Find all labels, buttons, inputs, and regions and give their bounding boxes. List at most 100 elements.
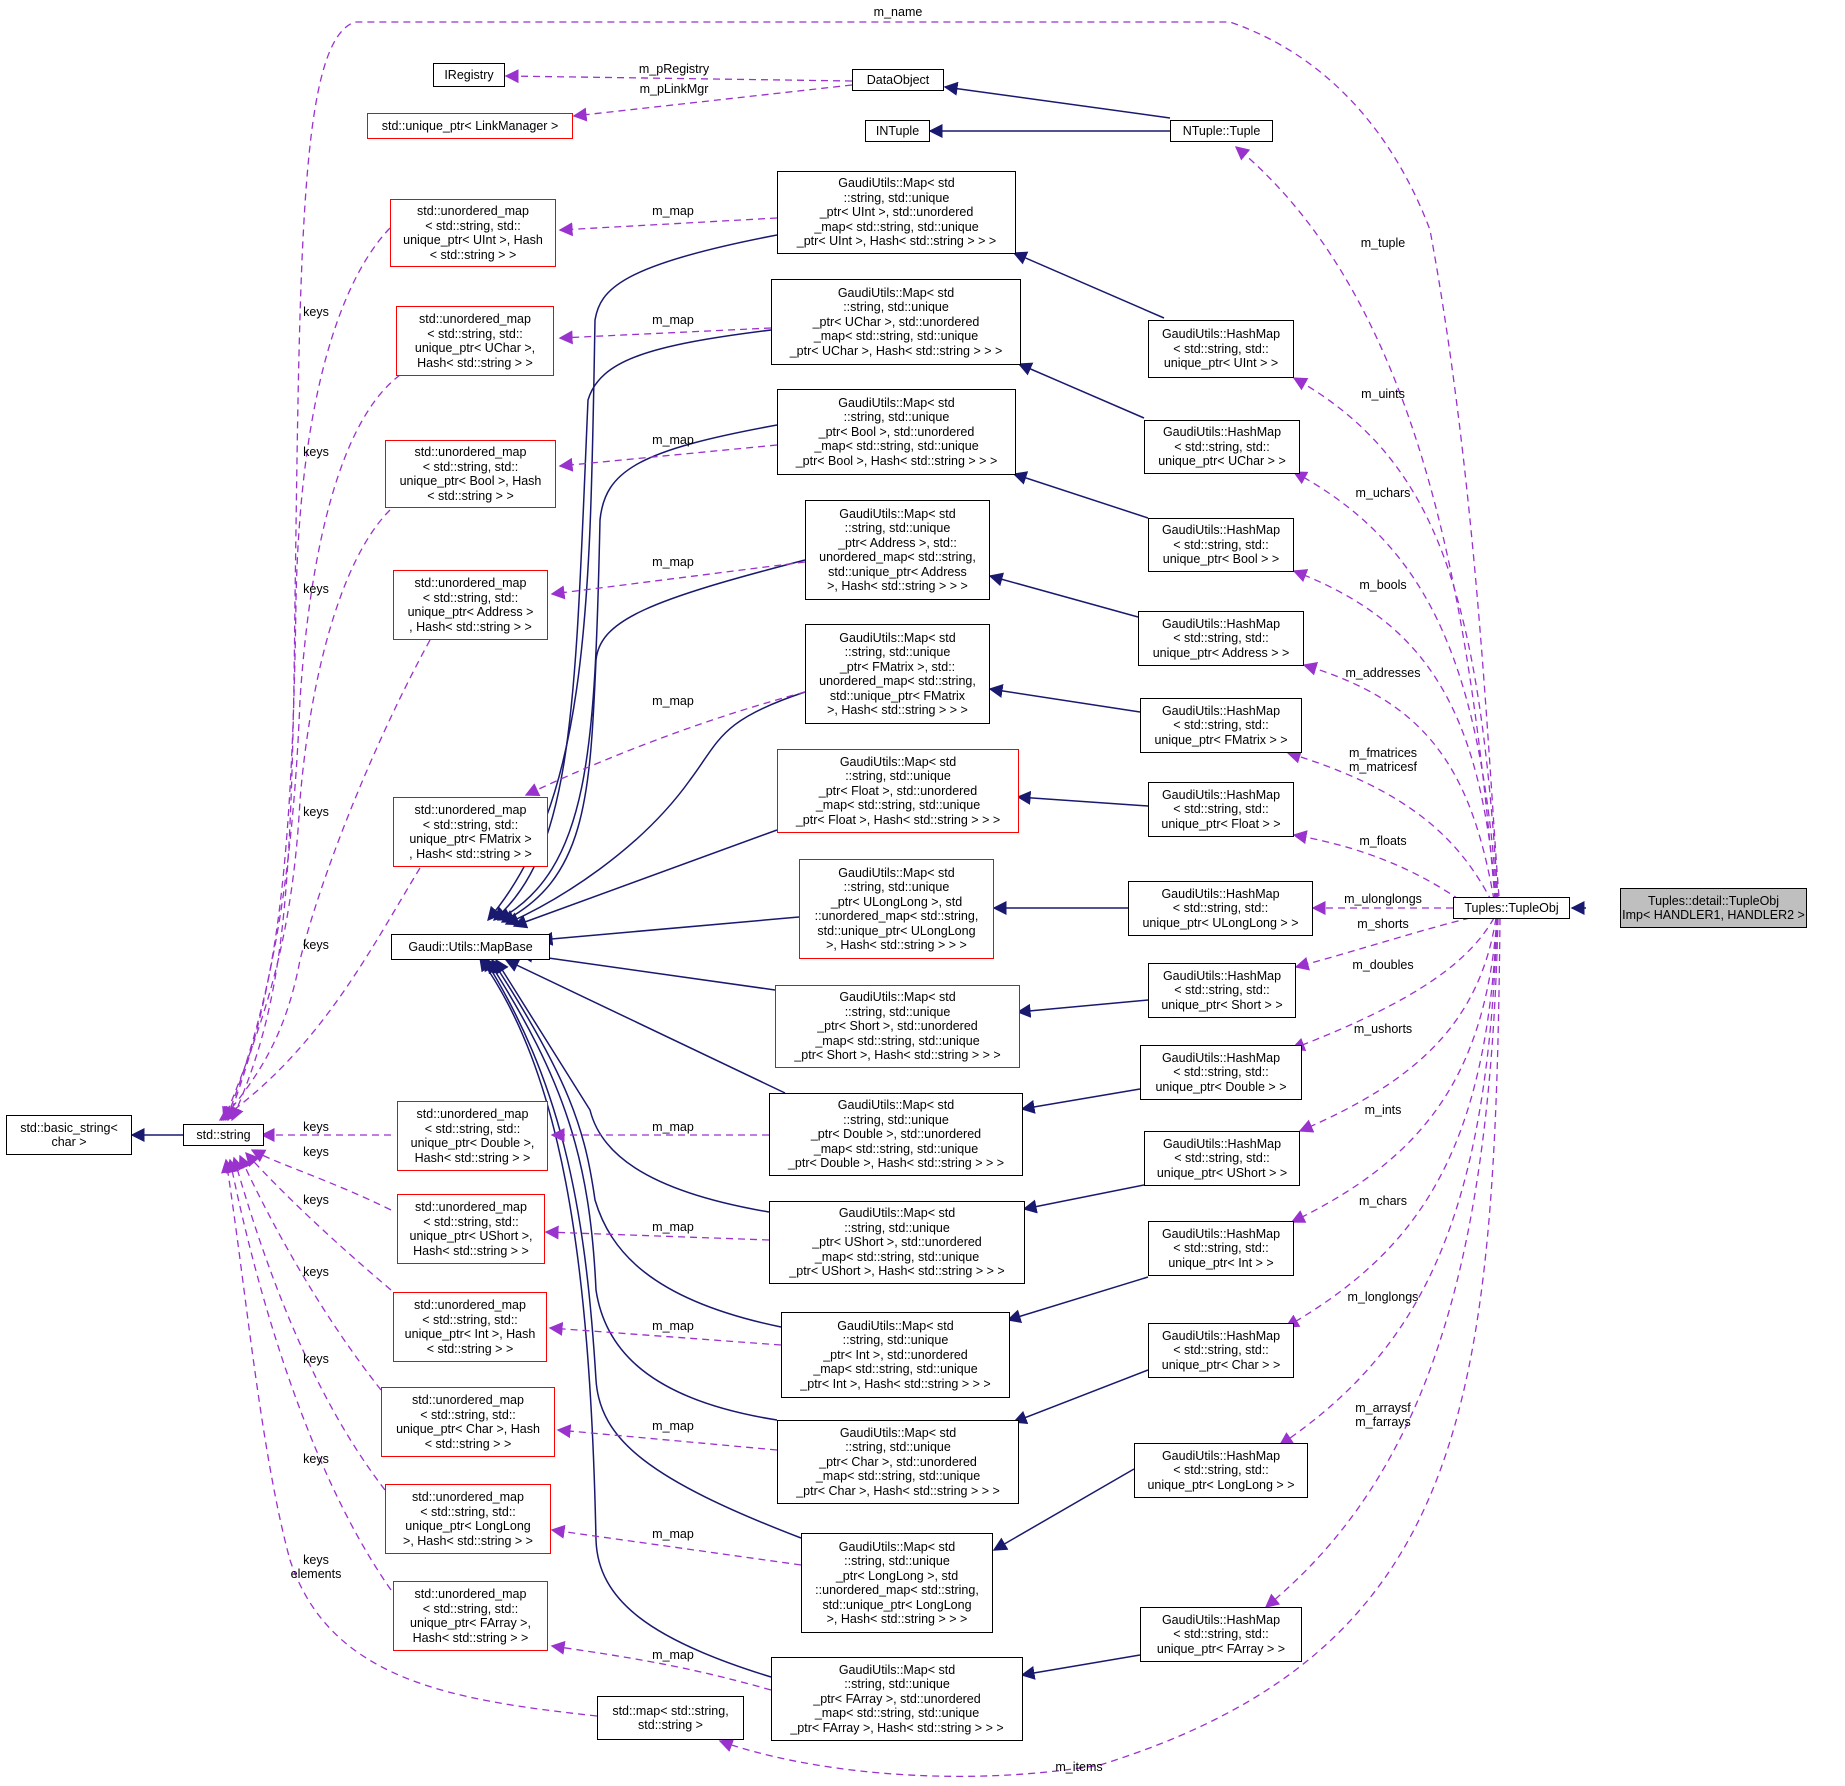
node-stdstring[interactable]: std::string [183,1124,264,1146]
node-hm-ushort[interactable]: GaudiUtils::HashMap < std::string, std::… [1144,1131,1300,1186]
edge-label-m-bools: m_bools [1359,578,1406,592]
node-label: GaudiUtils::HashMap < std::string, std::… [1156,1612,1286,1656]
usage-edge-keys-ushort [250,1149,392,1211]
node-label: GaudiUtils::Map< std ::string, std::uniq… [815,1539,979,1627]
inherit-edge-map-farray [479,956,772,1678]
node-label: DataObject [866,72,930,87]
usage-edge-map-uint [558,217,778,237]
usage-edge-keys-int [245,1151,392,1291]
node-hm-bool[interactable]: GaudiUtils::HashMap < std::string, std::… [1148,518,1294,572]
node-hm-farray[interactable]: GaudiUtils::HashMap < std::string, std::… [1140,1607,1302,1662]
node-tupleobjimp[interactable]: Tuples::detail::TupleObj Imp< HANDLER1, … [1620,888,1807,928]
usage-edge-map-address [550,561,806,600]
node-hm-char[interactable]: GaudiUtils::HashMap < std::string, std::… [1148,1323,1294,1378]
node-map-fmatrix[interactable]: GaudiUtils::Map< std ::string, std::uniq… [805,624,990,724]
node-map-int[interactable]: GaudiUtils::Map< std ::string, std::uniq… [781,1312,1010,1398]
node-um-ushort[interactable]: std::unordered_map < std::string, std:: … [397,1194,545,1264]
edge-label-m-items: m_items [1055,1760,1102,1774]
node-label: std::unordered_map < std::string, std:: … [396,1393,540,1451]
node-mapbase[interactable]: Gaudi::Utils::MapBase [391,934,550,960]
inherit-edge-hm-float [1016,790,1149,807]
edge-label-m-map: m_map [652,694,694,708]
node-hm-int[interactable]: GaudiUtils::HashMap < std::string, std::… [1148,1221,1294,1276]
node-um-farray[interactable]: std::unordered_map < std::string, std:: … [393,1581,548,1651]
node-ntuple[interactable]: NTuple::Tuple [1170,120,1273,142]
node-label: GaudiUtils::Map< std ::string, std::uniq… [819,630,976,718]
inherit-edge-map-char [487,958,778,1421]
usage-edge-keys-address [221,639,431,1122]
node-map-float[interactable]: GaudiUtils::Map< std ::string, std::uniq… [777,749,1019,833]
node-stdmap[interactable]: std::map< std::string, std::string > [597,1696,744,1740]
node-label: GaudiUtils::HashMap < std::string, std::… [1147,1448,1295,1492]
inherit-edge-map-ulonglong [538,916,800,946]
node-hm-uint[interactable]: GaudiUtils::HashMap < std::string, std::… [1148,320,1294,378]
edge-label-m-map: m_map [652,313,694,327]
edge-label-group: m_namem_pRegistrym_pLinkMgrm_tuplem_uint… [291,5,1422,1774]
node-map-bool[interactable]: GaudiUtils::Map< std ::string, std::uniq… [777,389,1016,475]
node-label: IRegistry [444,67,494,82]
node-label: Tuples::detail::TupleObj Imp< HANDLER1, … [1622,893,1805,923]
node-dataobject[interactable]: DataObject [852,69,944,91]
node-map-uchar[interactable]: GaudiUtils::Map< std ::string, std::uniq… [771,279,1021,365]
inherit-edge-hm-farray [1020,1654,1141,1680]
inherit-edge-hm-bool [1012,471,1149,519]
inherit-edge-hm-char [1012,1369,1149,1424]
node-um-bool[interactable]: std::unordered_map < std::string, std:: … [385,440,556,508]
node-basic-string[interactable]: std::basic_string< char > [6,1115,132,1155]
usage-edge-m-plinkmgr [572,84,853,122]
edge-label-m-tuple: m_tuple [1361,236,1406,250]
node-hm-uchar[interactable]: GaudiUtils::HashMap < std::string, std::… [1144,420,1300,474]
node-hm-address[interactable]: GaudiUtils::HashMap < std::string, std::… [1138,611,1304,666]
node-map-double[interactable]: GaudiUtils::Map< std ::string, std::uniq… [769,1093,1023,1176]
node-map-address[interactable]: GaudiUtils::Map< std ::string, std::uniq… [805,500,990,600]
usage-edge-m-items [718,917,1501,1777]
node-label: GaudiUtils::Map< std ::string, std::uniq… [814,865,979,953]
edge-label-m-map: m_map [652,1220,694,1234]
node-map-short[interactable]: GaudiUtils::Map< std ::string, std::uniq… [775,985,1020,1068]
node-um-address[interactable]: std::unordered_map < std::string, std:: … [393,570,548,640]
node-tupleobj[interactable]: Tuples::TupleObj [1453,897,1570,919]
node-um-longlong[interactable]: std::unordered_map < std::string, std:: … [385,1484,551,1554]
usage-edge-map-ushort [544,1225,770,1241]
node-hm-fmatrix[interactable]: GaudiUtils::HashMap < std::string, std::… [1140,698,1302,753]
node-hm-short[interactable]: GaudiUtils::HashMap < std::string, std::… [1148,963,1296,1018]
inherit-edge-map-bool [496,424,778,921]
node-map-ulonglong[interactable]: GaudiUtils::Map< std ::string, std::uniq… [799,859,994,959]
node-map-char[interactable]: GaudiUtils::Map< std ::string, std::uniq… [777,1420,1019,1504]
node-label: std::basic_string< char > [20,1120,118,1150]
edge-label-keys: keys [303,1352,329,1366]
node-hm-float[interactable]: GaudiUtils::HashMap < std::string, std::… [1148,782,1294,837]
node-hm-double[interactable]: GaudiUtils::HashMap < std::string, std::… [1140,1045,1302,1100]
node-map-uint[interactable]: GaudiUtils::Map< std ::string, std::uniq… [777,171,1016,254]
node-hm-ulonglong[interactable]: GaudiUtils::HashMap < std::string, std::… [1128,881,1313,936]
edge-label-keys: keys [303,1452,329,1466]
node-um-char[interactable]: std::unordered_map < std::string, std:: … [381,1387,555,1457]
usage-edge-m-bools [1292,569,1497,901]
node-um-uint[interactable]: std::unordered_map < std::string, std:: … [390,199,556,267]
node-label: GaudiUtils::Map< std ::string, std::uniq… [819,506,976,594]
node-um-double[interactable]: std::unordered_map < std::string, std:: … [397,1101,548,1171]
node-intuple[interactable]: INTuple [865,120,930,142]
node-um-int[interactable]: std::unordered_map < std::string, std:: … [393,1292,547,1362]
usage-edge-m-ints [1290,917,1498,1223]
node-label: std::unordered_map < std::string, std:: … [409,803,532,861]
node-iregistry[interactable]: IRegistry [433,63,505,87]
node-hm-longlong[interactable]: GaudiUtils::HashMap < std::string, std::… [1134,1443,1308,1498]
edge-label-elements: elements [291,1567,342,1581]
node-label: GaudiUtils::HashMap < std::string, std::… [1156,1136,1288,1180]
inherit-edge-map-int [491,958,782,1328]
node-linkmgr[interactable]: std::unique_ptr< LinkManager > [367,113,573,139]
edge-label-m-pRegistry: m_pRegistry [639,62,710,76]
inherit-edge-hm-double [1020,1088,1141,1114]
usage-edge-keys-fmatrix [218,867,421,1121]
node-label: GaudiUtils::Map< std ::string, std::uniq… [800,1318,991,1391]
node-um-fmatrix[interactable]: std::unordered_map < std::string, std:: … [393,797,548,867]
node-um-uchar[interactable]: std::unordered_map < std::string, std:: … [396,306,554,376]
node-label: GaudiUtils::Map< std ::string, std::uniq… [789,285,1003,358]
inherit-edge-map-longlong [483,956,802,1539]
node-map-ushort[interactable]: GaudiUtils::Map< std ::string, std::uniq… [769,1201,1025,1284]
node-map-farray[interactable]: GaudiUtils::Map< std ::string, std::uniq… [771,1657,1023,1741]
node-label: GaudiUtils::HashMap < std::string, std::… [1158,425,1286,469]
node-map-longlong[interactable]: GaudiUtils::Map< std ::string, std::uniq… [801,1533,993,1633]
